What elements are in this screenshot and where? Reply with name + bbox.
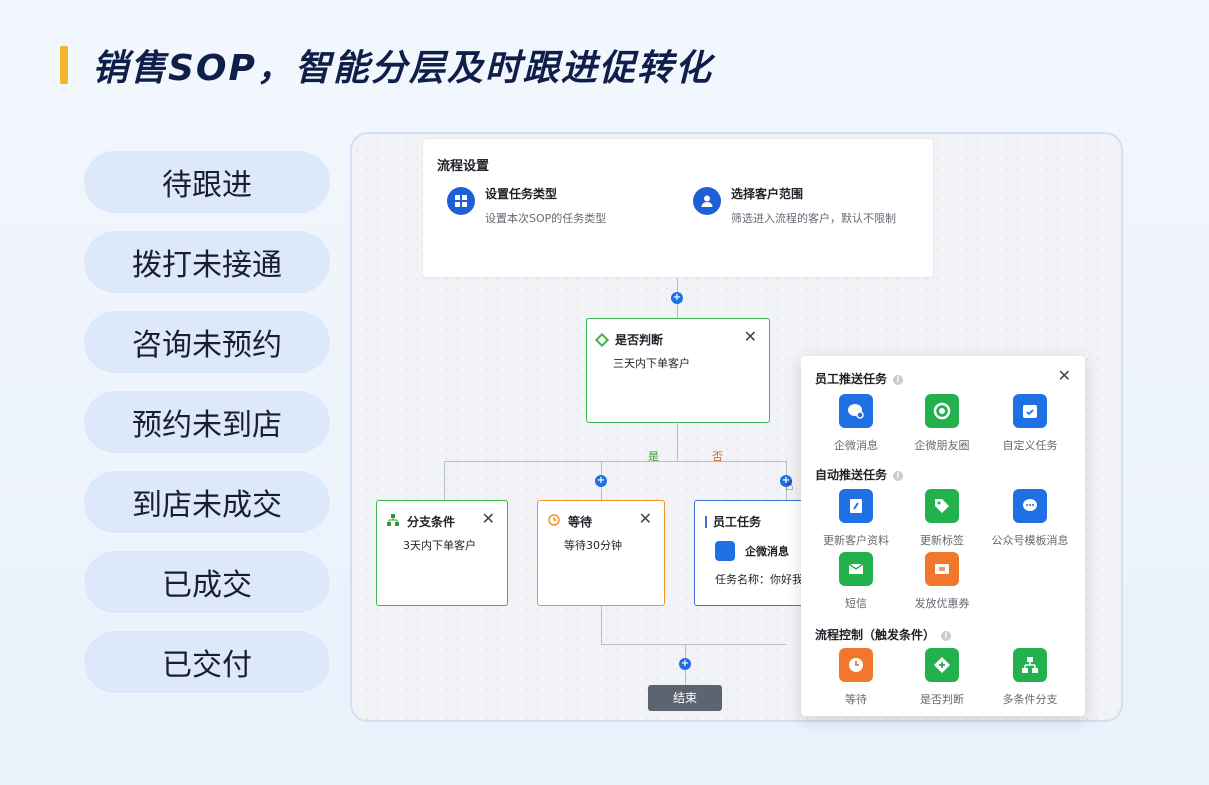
option-name: 选择客户范围 bbox=[731, 187, 804, 201]
mail-icon bbox=[839, 552, 873, 586]
branch-node[interactable]: 分支条件 3天内下单客户 ✕ bbox=[376, 500, 508, 606]
branch-icon bbox=[387, 514, 399, 529]
tool-wecom-moments[interactable]: 企微朋友圈 bbox=[902, 394, 982, 453]
stage-list: 待跟进 拨打未接通 咨询未预约 预约未到店 到店未成交 已成交 已交付 bbox=[83, 150, 331, 710]
tool-sms[interactable]: 短信 bbox=[816, 552, 896, 611]
accent-bar-icon bbox=[705, 515, 707, 528]
select-customer-scope-option[interactable]: 选择客户范围 筛选进入流程的客户，默认不限制 bbox=[693, 185, 896, 226]
clock-icon bbox=[839, 648, 873, 682]
connector-line bbox=[677, 423, 678, 461]
staff-task-name: 任务名称：你好我 bbox=[715, 573, 803, 586]
node-subtitle: 3天内下单客户 bbox=[403, 539, 476, 552]
stage-pill[interactable]: 已交付 bbox=[83, 630, 331, 694]
end-node[interactable]: 结束 bbox=[648, 685, 722, 711]
stage-pill[interactable]: 到店未成交 bbox=[83, 470, 331, 534]
connector-line bbox=[444, 461, 445, 500]
stage-pill[interactable]: 咨询未预约 bbox=[83, 310, 331, 374]
branch-no-label: 否 bbox=[712, 450, 723, 463]
calendar-check-icon bbox=[1013, 394, 1047, 428]
flow-setup-card: 流程设置 设置任务类型 设置本次SOP的任务类型 选择客户范围 筛选进入流程的客… bbox=[422, 138, 934, 278]
node-title: 是否判断 bbox=[615, 333, 664, 347]
title-accent-bar bbox=[60, 46, 68, 84]
tag-icon bbox=[925, 489, 959, 523]
user-icon bbox=[693, 187, 721, 215]
option-desc: 设置本次SOP的任务类型 bbox=[485, 212, 607, 225]
chat-icon bbox=[839, 394, 873, 428]
page-header: 销售SOP，智能分层及时跟进促转化 bbox=[60, 40, 713, 90]
node-header: 员工任务 bbox=[705, 513, 761, 530]
coupon-icon bbox=[925, 552, 959, 586]
node-title: 等待 bbox=[568, 515, 593, 529]
tool-update-customer[interactable]: 更新客户资料 bbox=[816, 489, 896, 548]
info-icon: i bbox=[941, 631, 952, 641]
message-icon bbox=[1013, 489, 1047, 523]
staff-msg-label: 企微消息 bbox=[745, 545, 789, 558]
tool-update-tags[interactable]: 更新标签 bbox=[902, 489, 982, 548]
stage-pill[interactable]: 预约未到店 bbox=[83, 390, 331, 454]
staff-msg-row: 企微消息 bbox=[715, 541, 789, 561]
node-subtitle: 等待30分钟 bbox=[564, 539, 622, 552]
node-title: 员工任务 bbox=[713, 515, 762, 529]
stage-pill[interactable]: 拨打未接通 bbox=[83, 230, 331, 294]
node-header: 是否判断 bbox=[594, 331, 664, 348]
aperture-icon bbox=[925, 394, 959, 428]
tool-wecom-message[interactable]: 企微消息 bbox=[816, 394, 896, 453]
node-subtitle: 三天内下单客户 bbox=[613, 357, 690, 370]
connector-line bbox=[601, 606, 602, 644]
option-desc: 筛选进入流程的客户，默认不限制 bbox=[731, 212, 896, 225]
stage-pill[interactable]: 待跟进 bbox=[83, 150, 331, 214]
set-task-type-option[interactable]: 设置任务类型 设置本次SOP的任务类型 bbox=[447, 185, 606, 226]
close-icon[interactable]: ✕ bbox=[1057, 366, 1071, 385]
section-title: 流程控制（触发条件）i bbox=[815, 626, 952, 643]
add-node-icon[interactable]: + bbox=[671, 292, 683, 304]
wait-node[interactable]: 等待 等待30分钟 ✕ bbox=[537, 500, 665, 606]
node-header: 等待 bbox=[548, 513, 592, 530]
cursor-hand-icon: ☝ bbox=[785, 478, 794, 494]
judge-node[interactable]: 是否判断 三天内下单客户 ✕ bbox=[586, 318, 770, 423]
edit-icon bbox=[839, 489, 873, 523]
chat-icon bbox=[715, 541, 735, 561]
page-title: 销售SOP，智能分层及时跟进促转化 bbox=[92, 48, 713, 89]
node-header: 分支条件 bbox=[387, 513, 455, 530]
branch-yes-label: 是 bbox=[648, 450, 659, 463]
tool-official-template[interactable]: 公众号模板消息 bbox=[990, 489, 1070, 548]
close-icon[interactable]: ✕ bbox=[638, 509, 652, 528]
branch-icon bbox=[1013, 648, 1047, 682]
staff-task-node[interactable]: 员工任务 企微消息 任务名称：你好我 bbox=[694, 500, 814, 606]
close-icon[interactable]: ✕ bbox=[743, 327, 757, 346]
close-icon[interactable]: ✕ bbox=[481, 509, 495, 528]
add-node-icon[interactable]: + bbox=[595, 475, 607, 487]
tool-multi-branch[interactable]: 多条件分支 bbox=[990, 648, 1070, 707]
option-name: 设置任务类型 bbox=[485, 187, 558, 201]
info-icon: i bbox=[893, 471, 904, 481]
tool-judge[interactable]: 是否判断 bbox=[902, 648, 982, 707]
tool-custom-task[interactable]: 自定义任务 bbox=[990, 394, 1070, 453]
tool-coupon[interactable]: 发放优惠券 bbox=[902, 552, 982, 611]
add-node-icon[interactable]: + bbox=[679, 658, 691, 670]
grid-icon bbox=[447, 187, 475, 215]
setup-title: 流程设置 bbox=[437, 159, 490, 174]
diamond-plus-icon bbox=[925, 648, 959, 682]
connector-line bbox=[601, 644, 786, 645]
node-title: 分支条件 bbox=[407, 515, 456, 529]
stage-pill[interactable]: 已成交 bbox=[83, 550, 331, 614]
connector-line bbox=[444, 461, 787, 462]
clock-icon bbox=[548, 514, 560, 529]
tool-wait[interactable]: 等待 bbox=[816, 648, 896, 707]
add-node-icon[interactable]: + bbox=[780, 475, 792, 487]
diamond-icon bbox=[594, 332, 610, 347]
info-icon: i bbox=[893, 375, 904, 385]
